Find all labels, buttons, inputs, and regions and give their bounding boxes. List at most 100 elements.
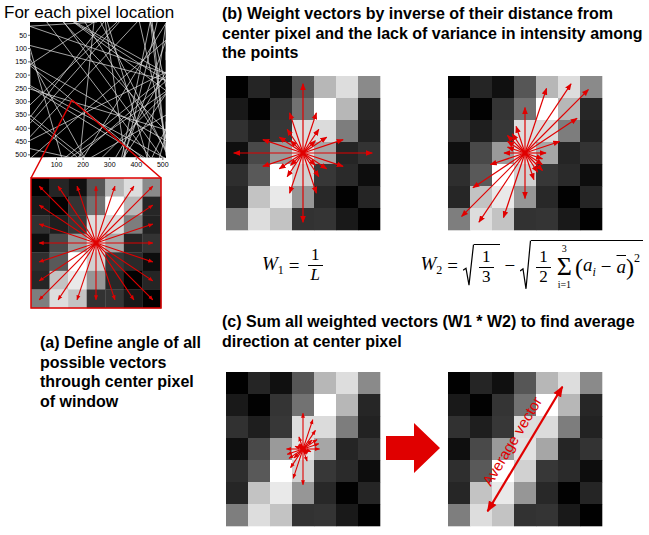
vector-arrow: [96, 242, 153, 243]
pixel: [270, 460, 292, 482]
pixel: [226, 164, 248, 186]
pixel: [358, 438, 380, 460]
pixel: [470, 142, 492, 164]
sum-sign: Σ: [557, 254, 572, 280]
pixel: [470, 416, 492, 438]
tick-label: 400: [15, 125, 27, 132]
vector-arrow: [303, 449, 306, 454]
pixel: [514, 372, 536, 394]
vector-arrow: [291, 449, 303, 468]
vector-arrow: [39, 243, 96, 300]
pixel: [336, 208, 358, 230]
pixel: [448, 76, 470, 98]
pixel: [492, 208, 514, 230]
pixel: [270, 504, 292, 526]
pixel: [470, 120, 492, 142]
line-image: [30, 22, 166, 158]
vector-arrow: [525, 89, 546, 153]
pixel: [558, 186, 580, 208]
tick-mark: [28, 114, 30, 115]
vector-arrow: [287, 129, 303, 153]
pixel: [558, 438, 580, 460]
pixel: [358, 372, 380, 394]
radical-sign: [463, 244, 474, 287]
pixel: [514, 208, 536, 230]
denominator: 2: [536, 268, 551, 287]
tick-mark: [162, 158, 163, 160]
random-line: [30, 22, 104, 117]
tick-mark: [83, 158, 84, 160]
vector-arrow: [95, 186, 96, 243]
vector-arrow: [96, 243, 153, 281]
vector-arrow: [303, 129, 319, 153]
vector-arrow: [39, 243, 96, 262]
pixel: [248, 98, 270, 120]
radical: 12 3Σi=1 ( ai − a ) 2: [520, 240, 643, 291]
vector-arrow: [508, 147, 525, 153]
vector-arrow: [525, 153, 542, 165]
pixel: [358, 482, 380, 504]
pixel: [470, 164, 492, 186]
pixel: [248, 164, 270, 186]
pixel: [536, 372, 558, 394]
pixel: [248, 76, 270, 98]
pixel: [226, 98, 248, 120]
random-line: [30, 59, 85, 158]
vector-arrow: [234, 152, 303, 153]
pixel: [226, 482, 248, 504]
pixel: [314, 394, 336, 416]
formula-term: ai: [583, 254, 596, 280]
pixel: [336, 504, 358, 526]
pixel: [270, 186, 292, 208]
vector-arrow: [479, 153, 525, 222]
symbol: W: [262, 253, 278, 274]
mean-symbol: a: [617, 256, 627, 278]
vector-arrow: [303, 449, 307, 461]
vector-arrow: [299, 437, 303, 449]
pixel: [470, 98, 492, 120]
vector-arrow: [96, 243, 153, 300]
pixel: [314, 208, 336, 230]
pixel: [580, 120, 602, 142]
vector-arrow: [302, 449, 303, 485]
step-caption: (a) Define angle of all possible vectors…: [40, 333, 212, 411]
pixel: [448, 372, 470, 394]
vector-arrow: [303, 153, 316, 193]
pixel: [358, 120, 380, 142]
vector-arrow: [303, 153, 319, 177]
random-line: [83, 23, 166, 158]
pixel: [358, 98, 380, 120]
subscript: i: [592, 265, 595, 279]
pixel: [492, 394, 514, 416]
denominator: 3: [479, 268, 494, 287]
pixel: [580, 416, 602, 438]
tick-label: 200: [77, 161, 89, 168]
vector-arrow: [96, 224, 153, 243]
random-line: [124, 22, 157, 158]
vector-arrow: [516, 126, 525, 153]
pixel: [358, 186, 380, 208]
vector-arrow: [58, 243, 96, 300]
pixel: [336, 164, 358, 186]
numerator: 1: [308, 246, 323, 266]
pixel: [492, 76, 514, 98]
pixel: [226, 186, 248, 208]
pixel: [514, 482, 536, 504]
formula: W1 = 1L: [262, 246, 326, 284]
vector-arrow: [303, 153, 315, 165]
pixel: [270, 98, 292, 120]
subscript: 2: [436, 263, 442, 277]
vector-arrow: [39, 242, 96, 243]
pixel: [536, 186, 558, 208]
formula-term: W1: [262, 253, 284, 279]
pixel: [358, 460, 380, 482]
pixel: [270, 394, 292, 416]
formula-term: W2: [421, 253, 443, 279]
tick-mark: [28, 128, 30, 129]
vector-arrow: [58, 186, 96, 243]
random-line: [147, 23, 166, 158]
random-line: [151, 22, 166, 156]
pixel: [226, 416, 248, 438]
pixel: [470, 438, 492, 460]
vector-arrow: [302, 413, 303, 449]
